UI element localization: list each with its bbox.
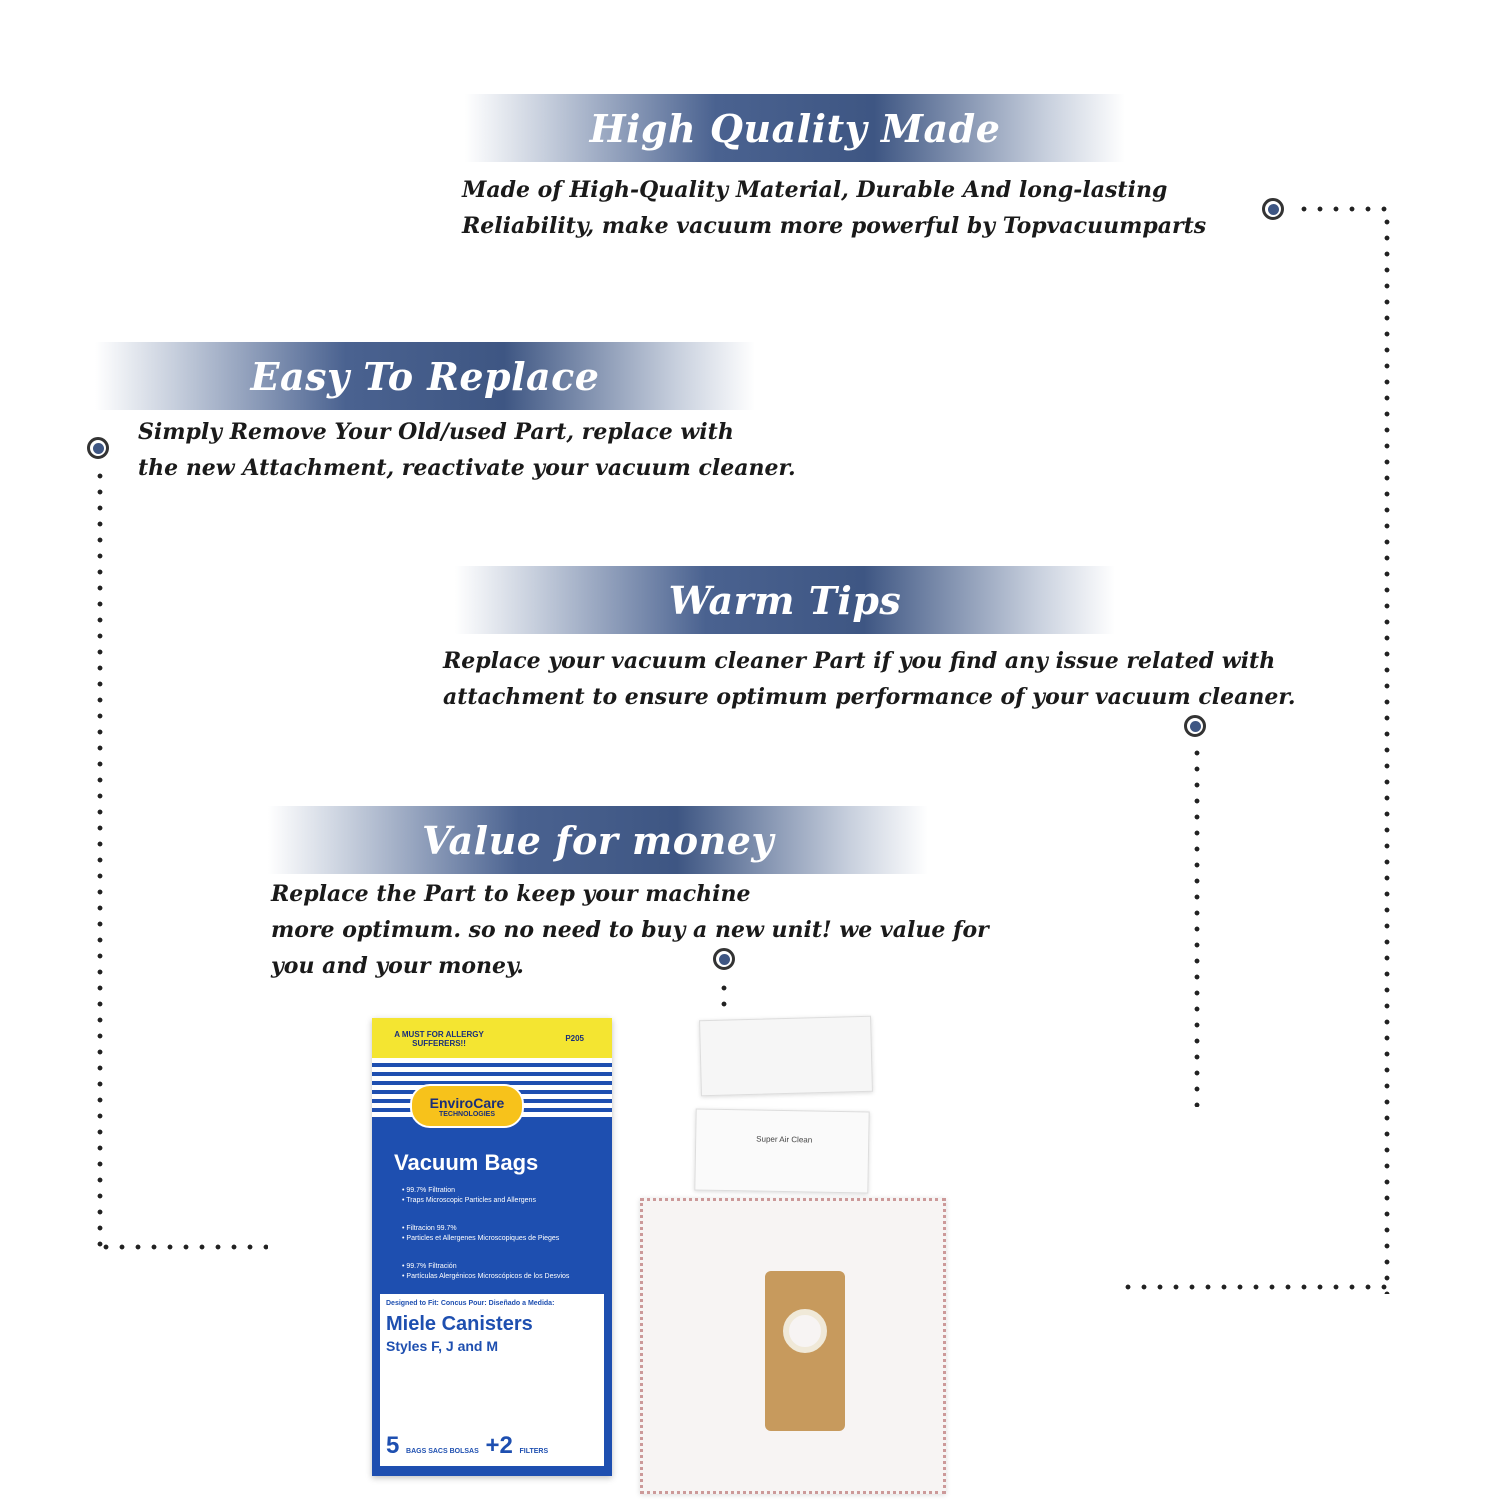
vacuum-dust-bag bbox=[640, 1198, 946, 1494]
dotted-connector bbox=[98, 1244, 268, 1250]
section-description: Made of High-Quality Material, Durable A… bbox=[462, 172, 1206, 244]
feature-line: • 99.7% Filtration bbox=[402, 1187, 456, 1194]
filter-count-label: FILTERS bbox=[519, 1448, 549, 1455]
feature-line: • Filtracion 99.7% bbox=[402, 1225, 457, 1232]
section-banner-warm-tips: Warm Tips bbox=[455, 566, 1115, 634]
filter-count: +2 bbox=[485, 1432, 513, 1459]
desc-line: attachment to ensure optimum performance… bbox=[443, 684, 1296, 710]
bullet-marker-icon bbox=[1184, 715, 1206, 737]
section-banner-high-quality: High Quality Made bbox=[465, 94, 1125, 162]
filter-pad bbox=[699, 1015, 873, 1097]
section-description: Replace your vacuum cleaner Part if you … bbox=[443, 643, 1296, 715]
bag-count: 5 bbox=[386, 1432, 400, 1459]
package-header: A MUST FOR ALLERGY SUFFERERS!! P205 bbox=[372, 1018, 612, 1058]
dotted-connector bbox=[721, 980, 727, 1016]
vacuum-bag-package: A MUST FOR ALLERGY SUFFERERS!! P205 Envi… bbox=[372, 1018, 612, 1476]
desc-line: more optimum. so no need to buy a new un… bbox=[271, 917, 989, 943]
desc-line: Replace your vacuum cleaner Part if you … bbox=[443, 648, 1276, 674]
dotted-connector bbox=[1296, 206, 1392, 212]
desc-line: Replace the Part to keep your machine bbox=[271, 881, 751, 907]
section-title: Value for money bbox=[422, 817, 774, 863]
bag-inlet-hole bbox=[783, 1309, 827, 1353]
section-title: Warm Tips bbox=[668, 577, 902, 623]
logo-subtext: TECHNOLOGIES bbox=[438, 1110, 495, 1118]
dotted-connector bbox=[1384, 214, 1390, 1294]
bag-collar bbox=[765, 1271, 845, 1431]
model-styles: Styles F, J and M bbox=[386, 1338, 499, 1354]
feature-line: • 99.7% Filtración bbox=[402, 1263, 457, 1270]
feature-line: • Traps Microscopic Particles and Allerg… bbox=[402, 1197, 536, 1204]
bullet-marker-icon bbox=[1262, 198, 1284, 220]
package-count: 5 BAGS SACS BOLSAS +2 FILTERS bbox=[386, 1432, 548, 1460]
desc-line: Made of High-Quality Material, Durable A… bbox=[462, 177, 1168, 203]
dotted-connector bbox=[1120, 1284, 1392, 1290]
bullet-marker-icon bbox=[87, 437, 109, 459]
fit-panel: Designed to Fit: Concus Pour: Diseñado a… bbox=[380, 1294, 604, 1466]
envirocare-logo: EnviroCare TECHNOLOGIES bbox=[410, 1084, 524, 1128]
desc-line: Reliability, make vacuum more powerful b… bbox=[462, 213, 1207, 239]
designed-to-fit: Designed to Fit: Concus Pour: Diseñado a… bbox=[386, 1300, 555, 1307]
dotted-connector bbox=[1194, 745, 1200, 1107]
filter-label: Super Air Clean bbox=[756, 1134, 813, 1145]
section-banner-value-money: Value for money bbox=[268, 806, 928, 874]
desc-line: Simply Remove Your Old/used Part, replac… bbox=[138, 419, 734, 445]
allergy-note: A MUST FOR ALLERGY SUFFERERS!! bbox=[394, 1030, 484, 1048]
product-code: P205 bbox=[565, 1034, 584, 1043]
desc-line: you and your money. bbox=[271, 953, 524, 979]
bullet-marker-icon bbox=[713, 948, 735, 970]
feature-line: • Partículas Alergénicos Microscópicos d… bbox=[402, 1273, 570, 1280]
exhaust-filter: Super Air Clean bbox=[694, 1108, 870, 1194]
bag-count-label: BAGS SACS BOLSAS bbox=[406, 1448, 479, 1455]
package-title: Vacuum Bags bbox=[394, 1150, 539, 1175]
section-banner-easy-replace: Easy To Replace bbox=[95, 342, 755, 410]
feature-line: • Particles et Allergenes Microscopiques… bbox=[402, 1235, 560, 1242]
dotted-connector bbox=[97, 468, 103, 1252]
section-title: High Quality Made bbox=[589, 105, 1001, 151]
section-description: Replace the Part to keep your machine mo… bbox=[271, 876, 989, 984]
logo-text: EnviroCare bbox=[429, 1094, 505, 1111]
section-title: Easy To Replace bbox=[250, 353, 600, 399]
desc-line: the new Attachment, reactivate your vacu… bbox=[138, 455, 796, 481]
model-name: Miele Canisters bbox=[386, 1313, 533, 1335]
section-description: Simply Remove Your Old/used Part, replac… bbox=[138, 414, 796, 486]
